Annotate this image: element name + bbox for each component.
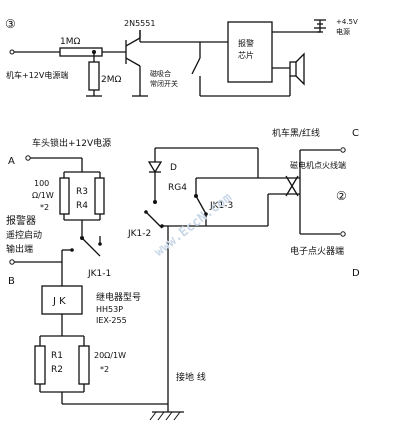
jk1-3-blade bbox=[195, 195, 207, 215]
r12-value-2: *2 bbox=[100, 365, 109, 374]
jk1-2-label: JK1-2 bbox=[127, 229, 151, 239]
relay-model-1: 继电器型号 bbox=[96, 291, 141, 303]
alarm-label-1: 报警器 bbox=[6, 214, 36, 227]
r34-value-1: 100 bbox=[34, 179, 49, 188]
jk1-1-label: JK1-1 bbox=[87, 269, 111, 279]
r34-value-2: Ω/1W bbox=[32, 191, 54, 200]
speaker-icon bbox=[289, 52, 305, 86]
jk1-2-blade bbox=[145, 211, 163, 229]
jk1-1-nc-contact bbox=[70, 248, 74, 252]
rg4-label: RG4 bbox=[168, 183, 187, 193]
r4-label: R4 bbox=[76, 201, 88, 211]
terminal-a-label: 车头锁出+12V电源 bbox=[32, 137, 111, 149]
relay-label: J K bbox=[52, 296, 66, 307]
relay-model-3: IEX-255 bbox=[96, 316, 127, 325]
alarm-chip-label-2: 芯片 bbox=[238, 50, 254, 60]
ground-icon bbox=[149, 404, 184, 421]
jk1-2-contact-top bbox=[153, 200, 157, 204]
terminal-a: A bbox=[8, 156, 15, 167]
jk1-1-blade bbox=[81, 237, 101, 257]
supply-label-1: +4.5V bbox=[336, 18, 358, 26]
diode-label: D bbox=[170, 163, 177, 173]
alarm-label-3: 输出端 bbox=[6, 243, 33, 255]
jk1-2-pivot bbox=[144, 210, 148, 214]
terminal-c: C bbox=[352, 128, 359, 139]
r2-label: R2 bbox=[51, 365, 63, 375]
watermark: www.EccN.com bbox=[152, 190, 235, 260]
bottom-circuit-marker: ② bbox=[336, 189, 347, 203]
terminal-d: D bbox=[352, 268, 360, 279]
wire-cut-icon bbox=[285, 175, 299, 197]
resistor-1mohm-label: 1MΩ bbox=[60, 37, 80, 47]
reed-switch-blade bbox=[191, 57, 201, 75]
resistor-r1 bbox=[34, 345, 46, 385]
supply-label-2: 电源 bbox=[336, 27, 350, 36]
alarm-chip bbox=[227, 21, 273, 83]
battery-icon bbox=[314, 19, 326, 33]
resistor-2mohm-label: 2MΩ bbox=[101, 75, 121, 85]
r1-label: R1 bbox=[51, 351, 63, 361]
resistor-r2 bbox=[78, 345, 90, 385]
resistor-r4-right bbox=[94, 177, 105, 215]
r3-label: R3 bbox=[76, 187, 88, 197]
loco-wire-label: 机车黑/红线 bbox=[272, 127, 320, 139]
reed-switch-label-1: 磁吸合 bbox=[150, 69, 171, 78]
diode-icon bbox=[147, 161, 163, 174]
relay-model-2: HH53P bbox=[96, 305, 123, 314]
electronic-ign-label: 电子点火器端 bbox=[290, 245, 344, 257]
transistor-2n5551 bbox=[125, 30, 141, 96]
top-circuit-marker: ③ bbox=[5, 17, 16, 31]
ground-label: 接地 线 bbox=[176, 371, 206, 383]
reed-switch-label-2: 常闭开关 bbox=[150, 79, 178, 88]
terminal-b: B bbox=[8, 276, 15, 287]
transistor-label: 2N5551 bbox=[124, 19, 155, 28]
alarm-label-2: 遥控启动 bbox=[6, 229, 42, 241]
resistor-2mohm bbox=[88, 61, 100, 91]
terminal-c-dot bbox=[340, 147, 346, 153]
alarm-chip-label-1: 报警 bbox=[238, 38, 254, 48]
terminal-a-dot bbox=[25, 155, 31, 161]
terminal-b-dot bbox=[9, 259, 15, 265]
magneto-label: 磁电机点火线端 bbox=[290, 160, 346, 170]
terminal-d-dot bbox=[340, 231, 346, 237]
r12-value-1: 20Ω/1W bbox=[94, 351, 126, 360]
resistor-r3-left bbox=[59, 177, 70, 215]
top-input-wire bbox=[9, 49, 60, 55]
top-input-label: 机车+12V电源端 bbox=[6, 70, 68, 80]
jk1-3-label: JK1-3 bbox=[209, 201, 233, 211]
r34-value-3: *2 bbox=[40, 203, 49, 212]
